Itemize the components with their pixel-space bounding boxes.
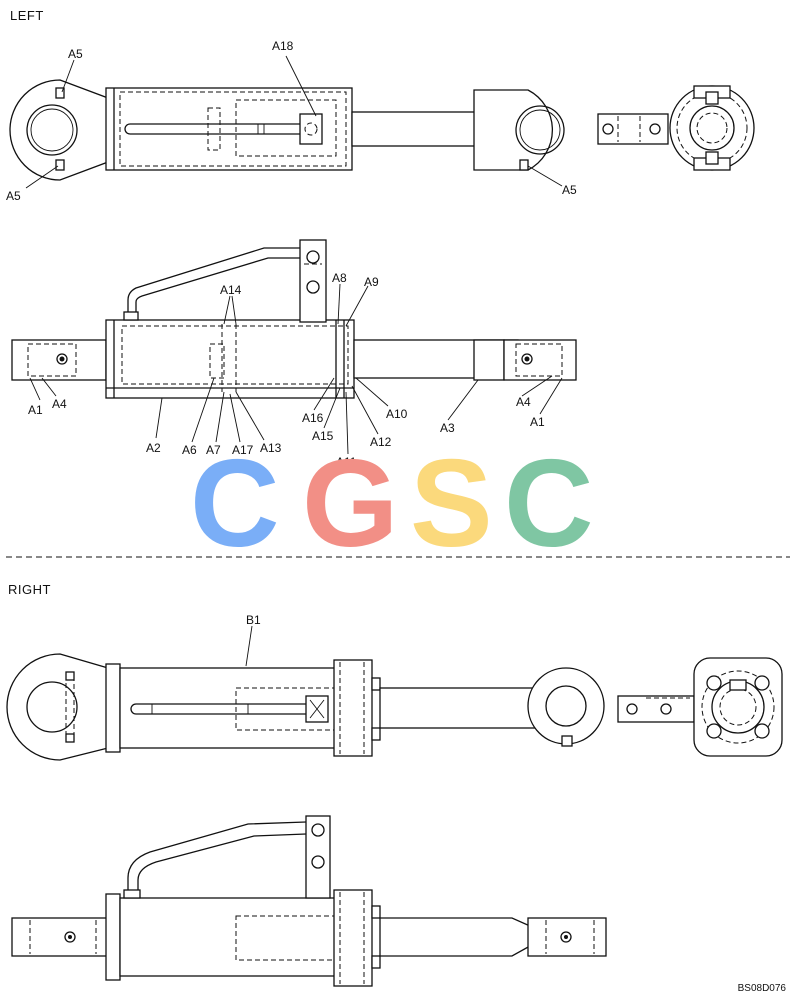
callout-a5-top: A5	[68, 47, 83, 61]
callout-a4-left: A4	[52, 397, 67, 411]
right-side-view	[11, 815, 607, 987]
leader-lines	[25, 55, 563, 667]
watermark-letter-s: S	[410, 435, 493, 573]
callout-a13: A13	[260, 441, 282, 455]
left-top-view	[9, 79, 565, 181]
watermark-letter-c2: C	[504, 435, 594, 573]
left-side-view	[11, 239, 577, 399]
callout-a2: A2	[146, 441, 161, 455]
callout-a1-left: A1	[28, 403, 43, 417]
callout-a15: A15	[312, 429, 334, 443]
callout-a17: A17	[232, 443, 254, 457]
watermark-logo: C G S C	[190, 435, 594, 573]
callout-a10: A10	[386, 407, 408, 421]
callout-a12: A12	[370, 435, 392, 449]
section-title-right: RIGHT	[8, 582, 51, 597]
callout-a11: A11	[336, 455, 357, 469]
figure-code: BS08D076	[737, 983, 786, 994]
watermark-letter-g: G	[302, 435, 398, 573]
callout-a14: A14	[220, 283, 242, 297]
callout-a6: A6	[182, 443, 197, 457]
callout-a5-left: A5	[6, 189, 21, 203]
left-end-view	[597, 85, 755, 171]
watermark-letter-c1: C	[190, 435, 280, 573]
callout-labels: A5 A5 A5 A18 A14 A8 A9 A1 A4 A2 A6 A7 A1…	[6, 39, 577, 627]
callout-a18: A18	[272, 39, 294, 53]
section-title-left: LEFT	[10, 8, 44, 23]
callout-a9: A9	[364, 275, 379, 289]
callout-a5-right: A5	[562, 183, 577, 197]
callout-a7: A7	[206, 443, 221, 457]
callout-a4-right: A4	[516, 395, 531, 409]
right-end-view	[617, 657, 783, 757]
callout-a16: A16	[302, 411, 324, 425]
callout-a8: A8	[332, 271, 347, 285]
callout-a3: A3	[440, 421, 455, 435]
callout-b1: B1	[246, 613, 261, 627]
right-top-view	[6, 653, 605, 761]
callout-a1-right: A1	[530, 415, 545, 429]
